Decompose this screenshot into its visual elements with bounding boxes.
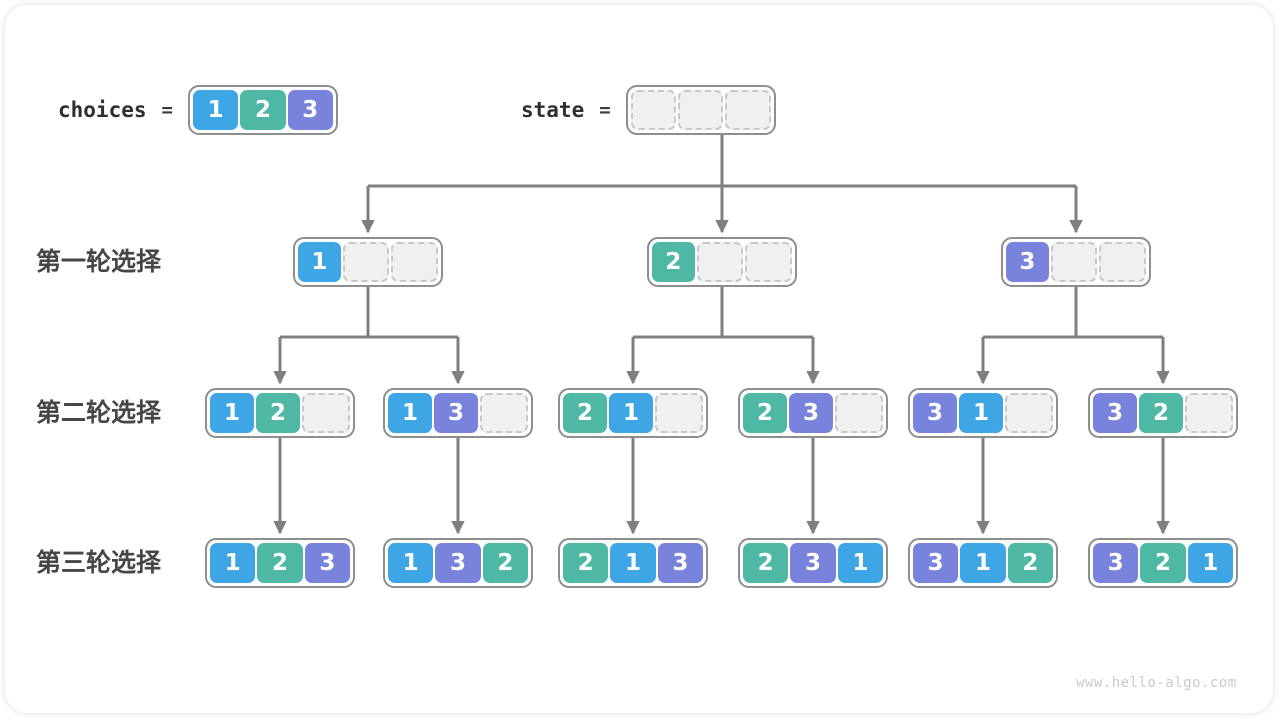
value-cell-3: 3 xyxy=(789,393,833,433)
value-cell-2: 2 xyxy=(240,90,286,130)
value-cell-3: 3 xyxy=(913,543,959,583)
empty-cell xyxy=(342,242,390,282)
value-cell-2: 2 xyxy=(1139,393,1183,433)
empty-cell xyxy=(1050,242,1098,282)
value-cell-1: 1 xyxy=(192,90,239,130)
value-cell-3: 3 xyxy=(913,393,957,433)
value-cell-2: 2 xyxy=(1140,543,1186,583)
value-cell-1: 1 xyxy=(210,543,256,583)
value-cell-2: 2 xyxy=(563,543,609,583)
value-cell-1: 1 xyxy=(610,543,656,583)
empty-cell xyxy=(1099,242,1147,282)
tree-node-2: 2 xyxy=(647,237,797,287)
empty-cell xyxy=(655,393,703,433)
choices-label: choices xyxy=(58,98,147,122)
empty-cell xyxy=(1005,393,1053,433)
tree-node-1: 1 xyxy=(293,237,443,287)
empty-cell xyxy=(678,90,724,130)
empty-cell xyxy=(835,393,883,433)
value-cell-3: 3 xyxy=(1093,543,1139,583)
value-cell-3: 3 xyxy=(657,543,703,583)
equals-sign: = xyxy=(599,99,611,121)
value-cell-1: 1 xyxy=(388,393,432,433)
empty-cell xyxy=(391,242,439,282)
empty-cell xyxy=(725,90,771,130)
empty-cell xyxy=(1185,393,1233,433)
value-cell-2: 2 xyxy=(1007,543,1053,583)
value-cell-2: 2 xyxy=(652,242,695,282)
value-cell-2: 2 xyxy=(743,393,787,433)
value-cell-3: 3 xyxy=(304,543,350,583)
value-cell-1: 1 xyxy=(210,393,254,433)
value-cell-3: 3 xyxy=(1093,393,1137,433)
value-cell-2: 2 xyxy=(482,543,528,583)
value-cell-1: 1 xyxy=(1187,543,1233,583)
value-cell-3: 3 xyxy=(1006,242,1049,282)
empty-cell xyxy=(630,90,676,130)
value-cell-2: 2 xyxy=(563,393,607,433)
value-cell-1: 1 xyxy=(960,543,1006,583)
value-cell-3: 3 xyxy=(287,90,333,130)
equals-sign: = xyxy=(161,99,173,121)
value-cell-1: 1 xyxy=(959,393,1003,433)
row-label-round-2: 第二轮选择 xyxy=(36,399,162,427)
value-cell-1: 1 xyxy=(609,393,653,433)
value-cell-2: 2 xyxy=(256,393,300,433)
value-cell-1: 1 xyxy=(837,543,883,583)
value-cell-1: 1 xyxy=(298,242,341,282)
state-array-box xyxy=(625,85,776,135)
watermark: www.hello-algo.com xyxy=(1076,675,1237,691)
state-label: state xyxy=(521,98,585,122)
row-label-round-1: 第一轮选择 xyxy=(36,248,162,276)
empty-cell xyxy=(302,393,350,433)
value-cell-1: 1 xyxy=(388,543,434,583)
row-label-round-3: 第三轮选择 xyxy=(36,549,162,577)
value-cell-3: 3 xyxy=(790,543,836,583)
state-group: state = xyxy=(521,85,776,135)
tree-node-3: 3 xyxy=(1001,237,1151,287)
state-box xyxy=(625,85,776,135)
value-cell-3: 3 xyxy=(435,543,481,583)
value-cell-3: 3 xyxy=(434,393,478,433)
empty-cell xyxy=(745,242,793,282)
empty-cell xyxy=(696,242,744,282)
value-cell-2: 2 xyxy=(743,543,789,583)
empty-cell xyxy=(480,393,528,433)
value-cell-2: 2 xyxy=(257,543,303,583)
